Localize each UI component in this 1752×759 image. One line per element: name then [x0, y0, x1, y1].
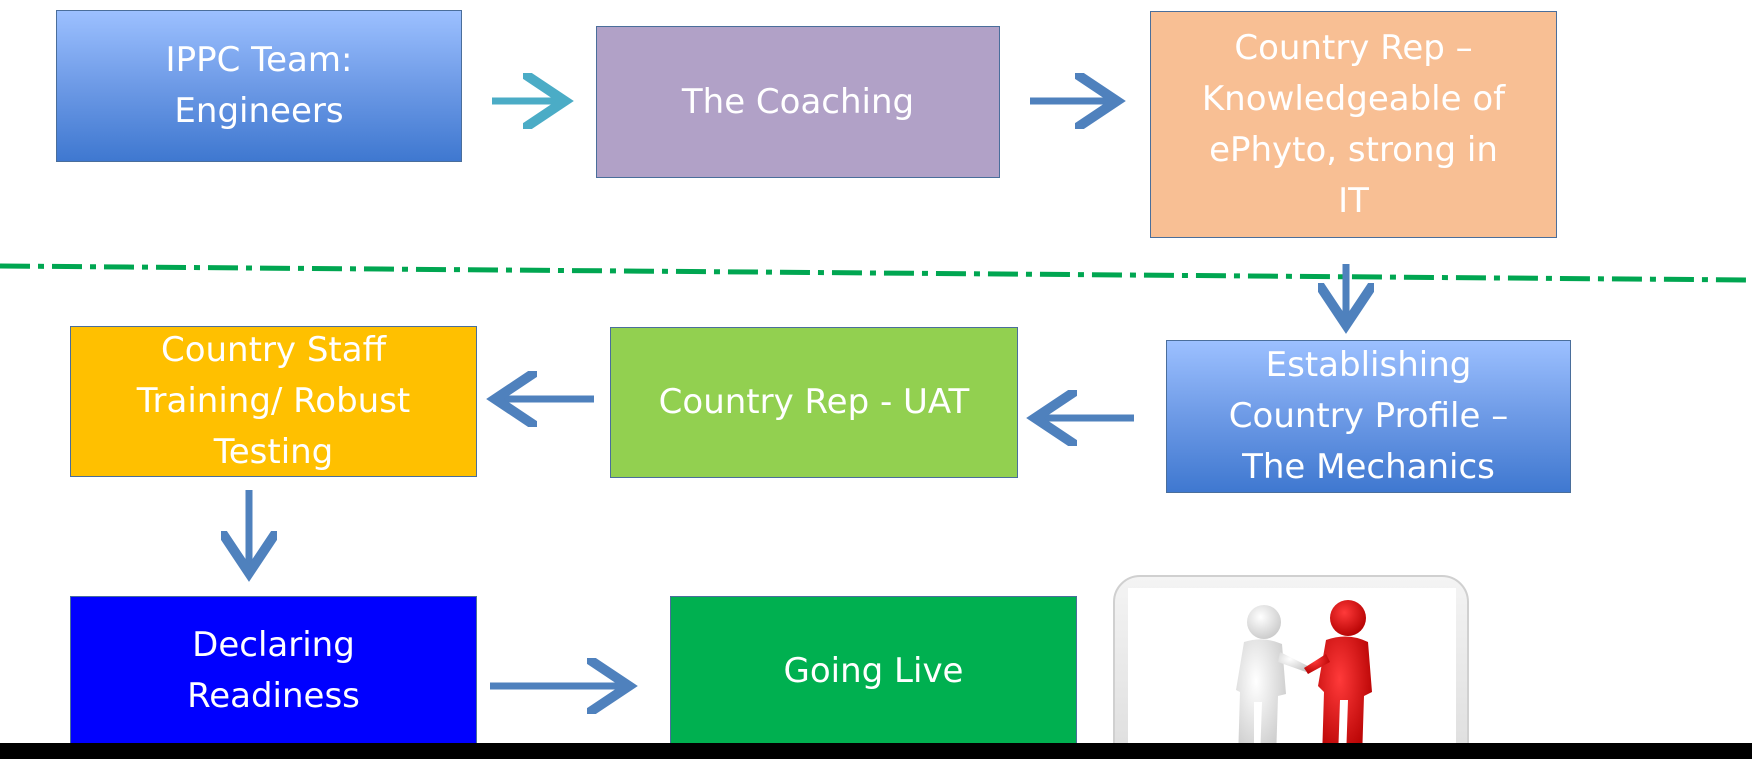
ippc-team-label: IPPC Team: Engineers — [165, 40, 353, 131]
coaching-box: The Coaching — [596, 26, 1000, 178]
declaring-readiness-label: Declaring Readiness — [187, 625, 360, 716]
staff-training-box: Country Staff Training/ Robust Testing — [70, 326, 477, 477]
country-rep-uat-label: Country Rep - UAT — [658, 382, 970, 422]
declaring-readiness-box: Declaring Readiness — [70, 596, 477, 746]
country-rep-uat-box: Country Rep - UAT — [610, 327, 1018, 478]
staff-training-label: Country Staff Training/ Robust Testing — [136, 330, 411, 472]
country-rep-box: Country Rep – Knowledgeable of ePhyto, s… — [1150, 11, 1557, 238]
divider-line — [0, 263, 1752, 283]
establishing-profile-box: Establishing Country Profile – The Mecha… — [1166, 340, 1571, 493]
country-rep-label: Country Rep – Knowledgeable of ePhyto, s… — [1201, 27, 1506, 221]
ippc-team-box: IPPC Team: Engineers — [56, 10, 462, 162]
establishing-profile-label: Establishing Country Profile – The Mecha… — [1228, 345, 1509, 487]
coaching-label: The Coaching — [681, 81, 915, 122]
going-live-label: Going Live — [783, 650, 964, 691]
bottom-bar — [0, 743, 1752, 759]
going-live-box: Going Live — [670, 596, 1077, 746]
handshake-figures-icon — [1113, 575, 1469, 759]
